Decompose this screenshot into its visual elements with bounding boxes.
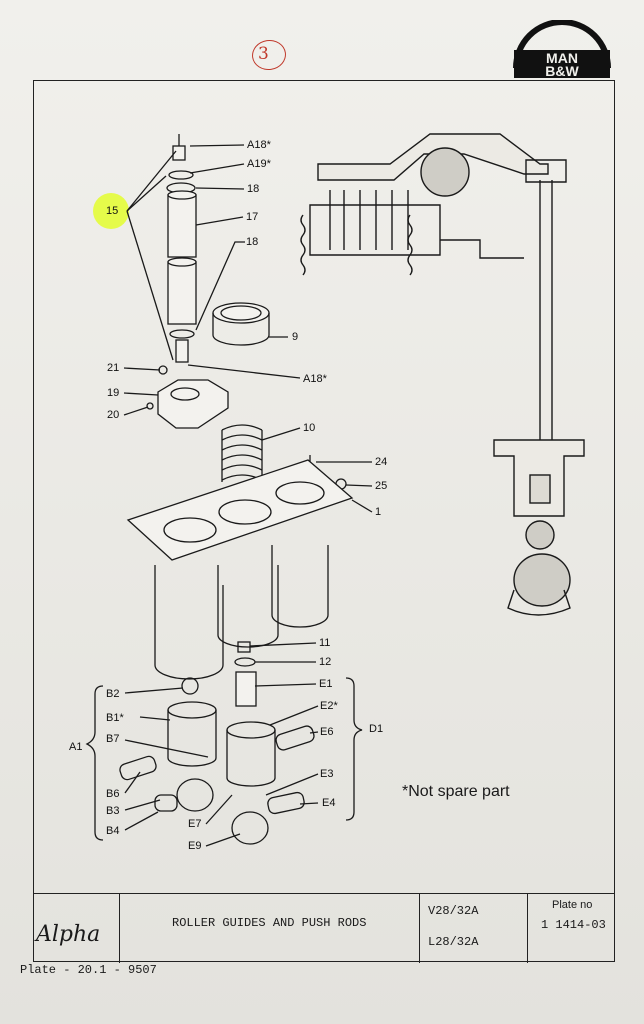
- drawing-frame: [33, 80, 615, 962]
- highlighter-mark: [93, 193, 129, 229]
- callout-19: 19: [107, 387, 120, 399]
- callout-9: 9: [292, 331, 299, 343]
- svg-text:B&W: B&W: [545, 63, 579, 79]
- plate-title: ROLLER GUIDES AND PUSH RODS: [172, 916, 367, 930]
- callout-20: 20: [107, 409, 120, 421]
- man-bw-logo: MAN B&W: [513, 20, 611, 79]
- callout-15: 15: [106, 205, 119, 217]
- callout-a1: A1: [69, 741, 83, 753]
- plate-reference: Plate - 20.1 - 9507: [20, 963, 157, 977]
- callout-b3: B3: [106, 805, 120, 817]
- callout-18-mid: 18: [246, 236, 259, 248]
- callout-e2: E2*: [320, 700, 338, 712]
- callout-e6: E6: [320, 726, 334, 738]
- callout-d1: D1: [369, 723, 384, 735]
- callout-b7: B7: [106, 733, 120, 745]
- callout-11: 11: [319, 637, 331, 649]
- callout-b4: B4: [106, 825, 120, 837]
- callout-b1: B1*: [106, 712, 124, 724]
- company-logo-alpha: Alpha: [36, 922, 101, 947]
- svg-text:MAN: MAN: [546, 50, 578, 66]
- callout-e4: E4: [322, 797, 336, 809]
- callout-e3: E3: [320, 768, 334, 780]
- footnote-not-spare-part: *Not spare part: [402, 783, 510, 800]
- callout-e9: E9: [188, 840, 202, 852]
- plate-no-label: Plate no: [552, 899, 593, 911]
- callout-10: 10: [303, 422, 316, 434]
- callout-24: 24: [375, 456, 388, 468]
- callout-21: 21: [107, 362, 120, 374]
- callout-a18-top: A18*: [247, 139, 271, 151]
- plate-number: 1 1414-03: [541, 918, 606, 932]
- callout-b2: B2: [106, 688, 120, 700]
- handwritten-page-number: 3: [258, 44, 269, 64]
- callout-18-top: 18: [247, 183, 260, 195]
- title-block-title-cell: [119, 894, 420, 963]
- title-block-logo-cell: [33, 894, 120, 963]
- engine-type-v: V28/32A: [428, 904, 479, 918]
- callout-e7: E7: [188, 818, 202, 830]
- engine-type-l: L28/32A: [428, 935, 479, 949]
- callout-1: 1: [375, 506, 382, 518]
- callout-a19: A19*: [247, 158, 271, 170]
- title-block: [33, 893, 615, 963]
- callout-b6: B6: [106, 788, 120, 800]
- callout-17: 17: [246, 211, 259, 223]
- callout-25: 25: [375, 480, 388, 492]
- callout-12: 12: [319, 656, 332, 668]
- title-block-engine-cell: [419, 894, 528, 963]
- callout-e1: E1: [319, 678, 333, 690]
- callout-a18-bottom: A18*: [303, 373, 327, 385]
